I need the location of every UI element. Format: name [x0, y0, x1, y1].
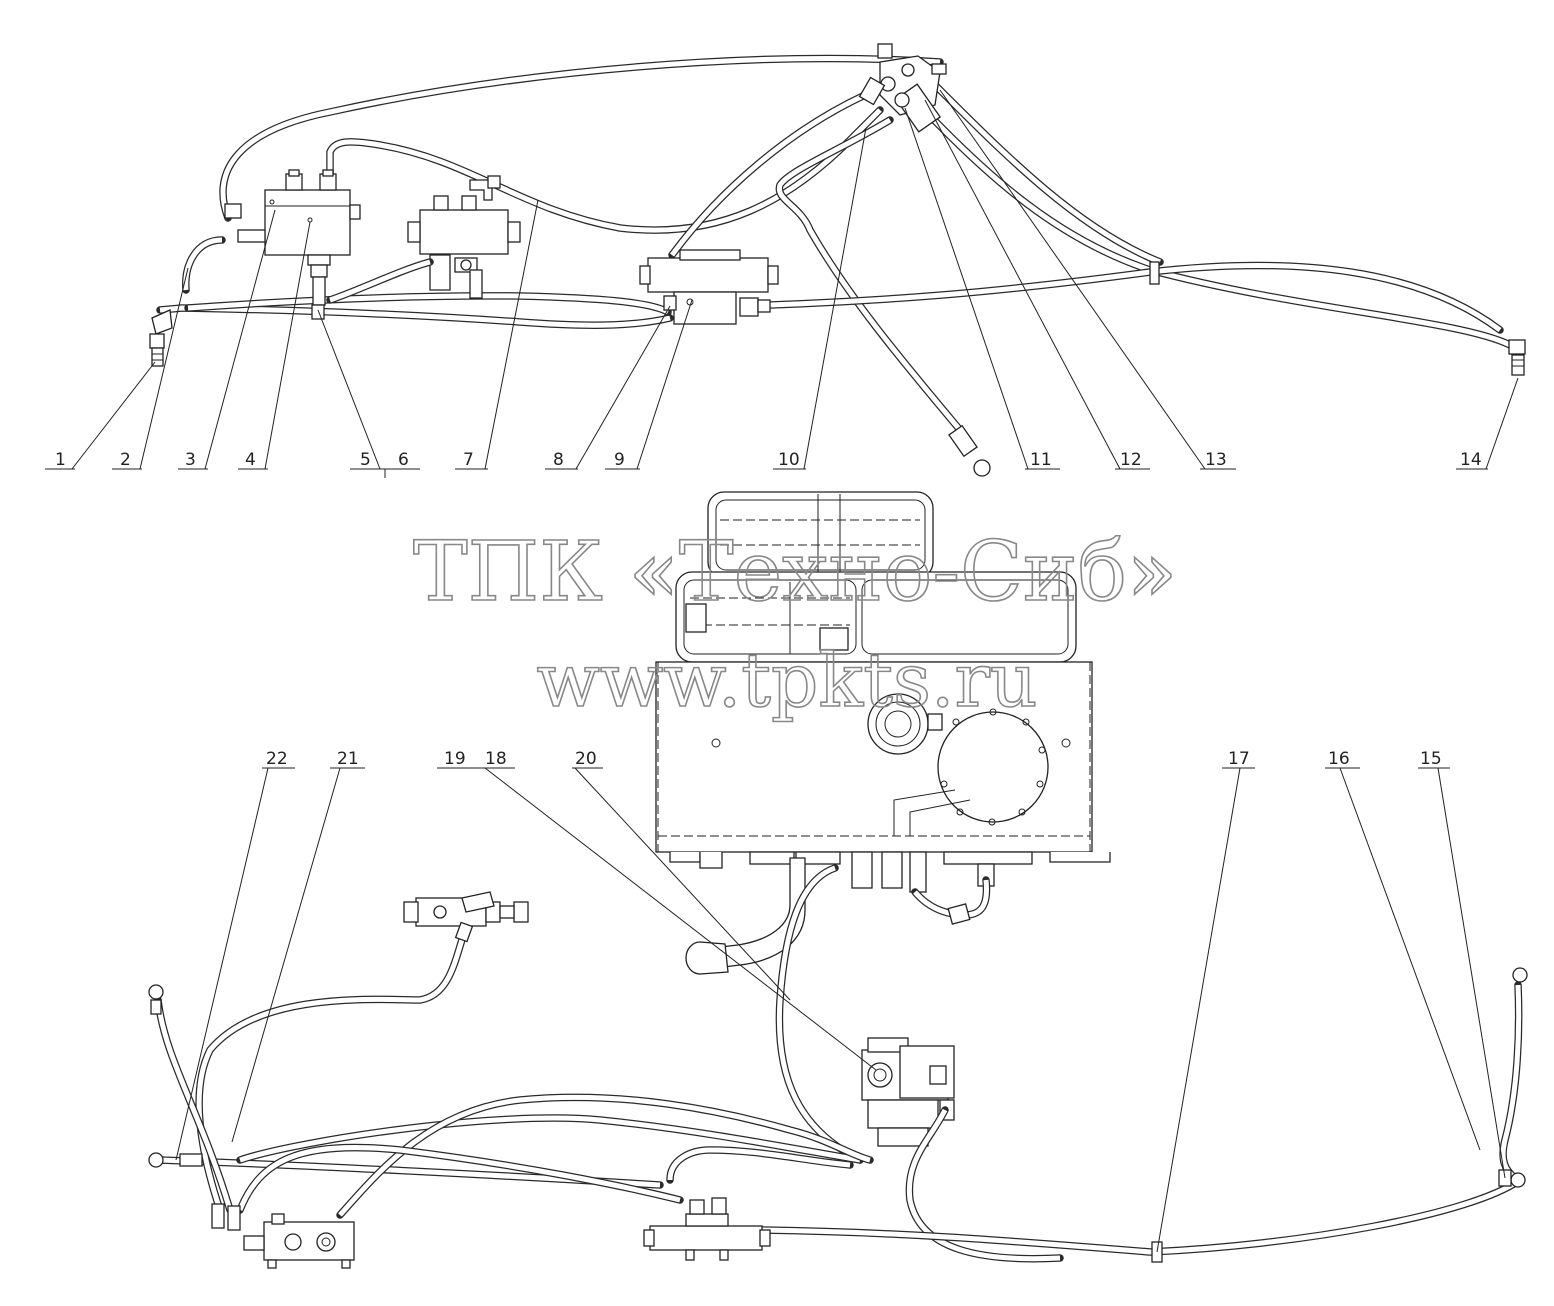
callout-13: 13 [1205, 450, 1227, 470]
callout-12: 12 [1120, 450, 1142, 470]
fitting-14 [1508, 339, 1526, 376]
callout-2: 2 [120, 450, 131, 470]
top-assembly [149, 43, 1526, 477]
hose-middle-short [326, 258, 434, 304]
callout-9: 9 [614, 450, 625, 470]
hose-tank-return [911, 876, 991, 925]
callout-21: 21 [337, 749, 359, 769]
bottom-callout-labels: 22 21 19 18 20 17 16 15 [266, 749, 1442, 769]
watermark: ТПК «Техно-Сиб» www.tpkts.ru [412, 524, 1178, 725]
callout-14: 14 [1460, 450, 1482, 470]
steering-unit-19 [861, 1037, 955, 1147]
hose-lower-return [156, 292, 674, 329]
hose-steering-down [905, 1106, 1064, 1263]
fitting-10-end [948, 424, 991, 477]
manifold-top-right [858, 43, 947, 133]
hose-15-16 [1498, 967, 1528, 1188]
callout-17: 17 [1228, 749, 1250, 769]
solenoid-valve-9 [639, 249, 779, 325]
callout-16: 16 [1328, 749, 1350, 769]
watermark-company: ТПК «Техно-Сиб» [413, 525, 1177, 620]
hose-7 [326, 106, 884, 234]
clamp-14 [1149, 261, 1160, 285]
callout-10: 10 [778, 450, 800, 470]
valve-block-left-bottom [243, 1213, 355, 1269]
callout-6: 6 [398, 450, 409, 470]
callout-15: 15 [1420, 749, 1442, 769]
hydraulic-tank [655, 491, 1111, 893]
callout-3: 3 [185, 450, 196, 470]
hose-12-13 [911, 81, 1514, 349]
top-callout-labels: 1 2 3 4 5 6 7 8 9 10 11 12 13 14 [55, 450, 1482, 470]
callout-8: 8 [553, 450, 564, 470]
valve-left-upper [403, 891, 529, 943]
callout-7: 7 [463, 450, 474, 470]
callout-20: 20 [575, 749, 597, 769]
callout-11: 11 [1030, 450, 1052, 470]
top-callouts [45, 89, 1519, 478]
solenoid-valve-bottom [643, 1197, 771, 1261]
hose-17 [756, 1176, 1524, 1256]
valve-block-middle [407, 175, 521, 299]
fittings-left-ends [148, 984, 241, 1231]
fitting-1 [149, 309, 173, 367]
callout-18: 18 [485, 749, 507, 769]
hose-2 [182, 236, 226, 294]
valve-block-3 [224, 169, 361, 320]
callout-5: 5 [360, 450, 371, 470]
watermark-url: www.tpkts.ru [537, 638, 1038, 724]
hose-left-group [154, 926, 874, 1219]
callout-22: 22 [266, 749, 288, 769]
hose-10 [775, 116, 964, 434]
bottom-callouts [175, 767, 1506, 1253]
hose-8 [668, 91, 869, 259]
bottom-assembly [148, 864, 1528, 1269]
callout-4: 4 [245, 450, 256, 470]
hose-20 [775, 864, 864, 1164]
callout-19: 19 [444, 749, 466, 769]
callout-1: 1 [55, 450, 66, 470]
hose-upper-loop [219, 54, 944, 222]
